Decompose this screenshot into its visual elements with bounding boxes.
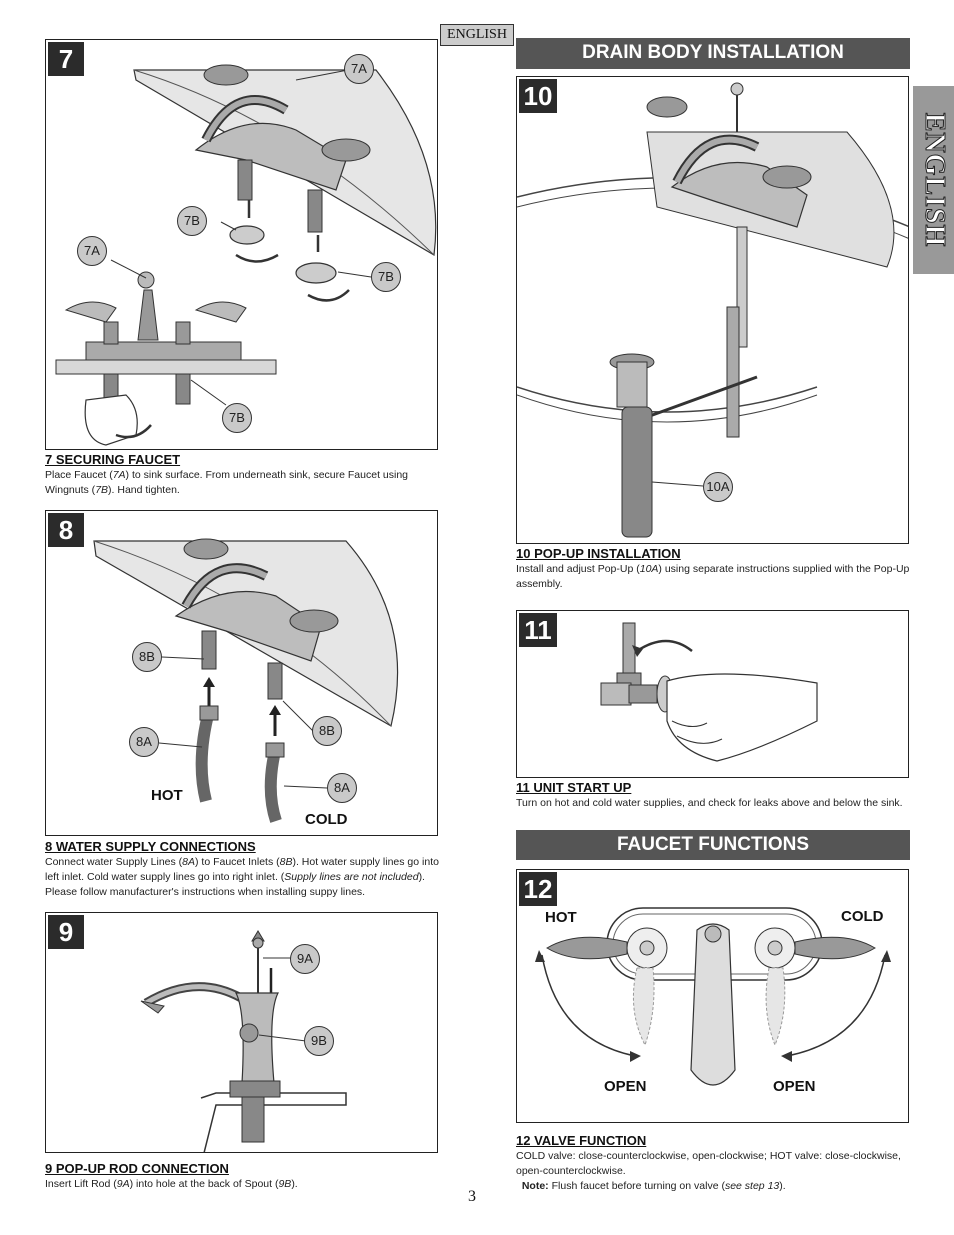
step-7-callout-7a-left: 7A	[77, 236, 107, 266]
step-8-cold-label: COLD	[305, 811, 348, 828]
step-10-illustration	[517, 82, 908, 538]
step-7-text: Place Faucet (	[45, 469, 113, 481]
step-8-title: 8 WATER SUPPLY CONNECTIONS	[45, 839, 256, 854]
step-12-number: 12	[519, 872, 557, 906]
section-drain-body: DRAIN BODY INSTALLATION	[516, 38, 910, 69]
step-8-callout-8a-left: 8A	[129, 727, 159, 757]
step-12-illustration	[535, 907, 891, 1086]
step-12-open-right-label: OPEN	[773, 1078, 816, 1095]
step-7-text: ) to sink surface. From underneath sink,…	[45, 469, 409, 496]
step-9-text: Insert Lift Rod (	[45, 1178, 117, 1190]
step-8-hot-label: HOT	[151, 787, 183, 804]
step-7-title: 7 SECURING FAUCET	[45, 452, 181, 467]
step-8-callout-8b-left: 8B	[132, 642, 162, 672]
step-10-ref: 10A	[639, 563, 659, 575]
step-11-illustration	[600, 622, 818, 762]
step-11-panel: 11	[516, 610, 909, 778]
step-9-callout-9a: 9A	[290, 944, 320, 974]
language-tab: ENGLISH	[440, 24, 514, 46]
step-11-text: Turn on hot and cold water supplies, and…	[516, 797, 903, 809]
language-side-label: ENGLISH	[918, 112, 950, 248]
step-12-title: 12 VALVE FUNCTION	[516, 1133, 647, 1148]
step-9-panel: 9 9A 9B	[45, 912, 438, 1153]
step-7-caption: 7 SECURING FAUCET Place Faucet (7A) to s…	[45, 452, 440, 498]
step-12-hot-label: HOT	[545, 909, 577, 926]
step-7-callout-7b-left: 7B	[177, 206, 207, 236]
step-9-text: ).	[291, 1178, 298, 1190]
section-faucet-functions: FAUCET FUNCTIONS	[516, 830, 910, 860]
step-9-callout-9b: 9B	[304, 1026, 334, 1056]
step-8-text: Connect water Supply Lines (	[45, 856, 183, 868]
step-7-text: ). Hand tighten.	[108, 484, 180, 496]
step-11-number: 11	[519, 613, 557, 647]
step-8-text: ). Hot water supply lines go into left i…	[45, 856, 439, 883]
step-10-caption: 10 POP-UP INSTALLATION Install and adjus…	[516, 546, 910, 592]
step-8-panel: 8 8B 8A 8B 8A HOT COLD	[45, 510, 438, 836]
step-8-ref: 8B	[279, 856, 293, 868]
step-7-callout-7a-top: 7A	[344, 54, 374, 84]
step-11-caption: 11 UNIT START UP Turn on hot and cold wa…	[516, 780, 910, 811]
step-7-panel: 7	[45, 39, 438, 450]
step-12-note-text: Flush faucet before turning on valve (	[548, 1180, 725, 1192]
step-8-ref: Supply lines are not included	[284, 871, 419, 883]
step-9-text: ) into hole at the back of Spout (	[129, 1178, 279, 1190]
step-9-number: 9	[48, 915, 84, 949]
step-9-ref: 9A	[116, 1178, 130, 1190]
step-8-caption: 8 WATER SUPPLY CONNECTIONS Connect water…	[45, 839, 440, 900]
step-7-ref: 7A	[112, 469, 126, 481]
step-9-ref: 9B	[278, 1178, 292, 1190]
language-side-tab: ENGLISH	[913, 86, 954, 274]
step-8-text: ) to Faucet Inlets (	[195, 856, 280, 868]
step-10-text: ) using separate instructions supplied w…	[516, 563, 910, 590]
step-8-ref: 8A	[182, 856, 195, 868]
step-9-illustration	[140, 930, 347, 1152]
step-12-panel: 12 HOT COLD OPEN OPEN	[516, 869, 909, 1123]
step-7-callout-7b-bottom: 7B	[222, 403, 252, 433]
step-10-number: 10	[519, 79, 557, 113]
step-10-title: 10 POP-UP INSTALLATION	[516, 546, 681, 561]
step-9-caption: 9 POP-UP ROD CONNECTION Insert Lift Rod …	[45, 1161, 440, 1192]
step-7-number: 7	[48, 42, 84, 76]
step-12-note-text: ).	[779, 1180, 786, 1192]
step-8-illustration	[93, 538, 399, 823]
step-7-callout-7b-right: 7B	[371, 262, 401, 292]
step-10-text: Install and adjust Pop-Up (	[516, 563, 640, 575]
step-12-text: COLD valve: close-counterclockwise, open…	[516, 1150, 901, 1177]
step-10-callout-10a: 10A	[703, 472, 733, 502]
step-12-note-label: Note:	[521, 1180, 549, 1192]
step-12-open-left-label: OPEN	[604, 1078, 647, 1095]
step-8-text: ). Please follow manufacturer's instruct…	[45, 871, 425, 898]
step-7-ref: 7B	[95, 484, 109, 496]
step-10-panel: 10 10A	[516, 76, 909, 544]
step-12-cold-label: COLD	[841, 908, 884, 925]
step-8-callout-8a-right: 8A	[327, 773, 357, 803]
step-11-title: 11 UNIT START UP	[516, 780, 632, 795]
step-8-number: 8	[48, 513, 84, 547]
step-12-caption: 12 VALVE FUNCTION COLD valve: close-coun…	[516, 1133, 910, 1194]
step-7-illustration	[55, 64, 437, 446]
step-9-title: 9 POP-UP ROD CONNECTION	[45, 1161, 229, 1176]
page-number: 3	[468, 1188, 476, 1205]
step-12-note-ref: see step 13	[724, 1180, 780, 1192]
step-8-callout-8b-right: 8B	[312, 716, 342, 746]
